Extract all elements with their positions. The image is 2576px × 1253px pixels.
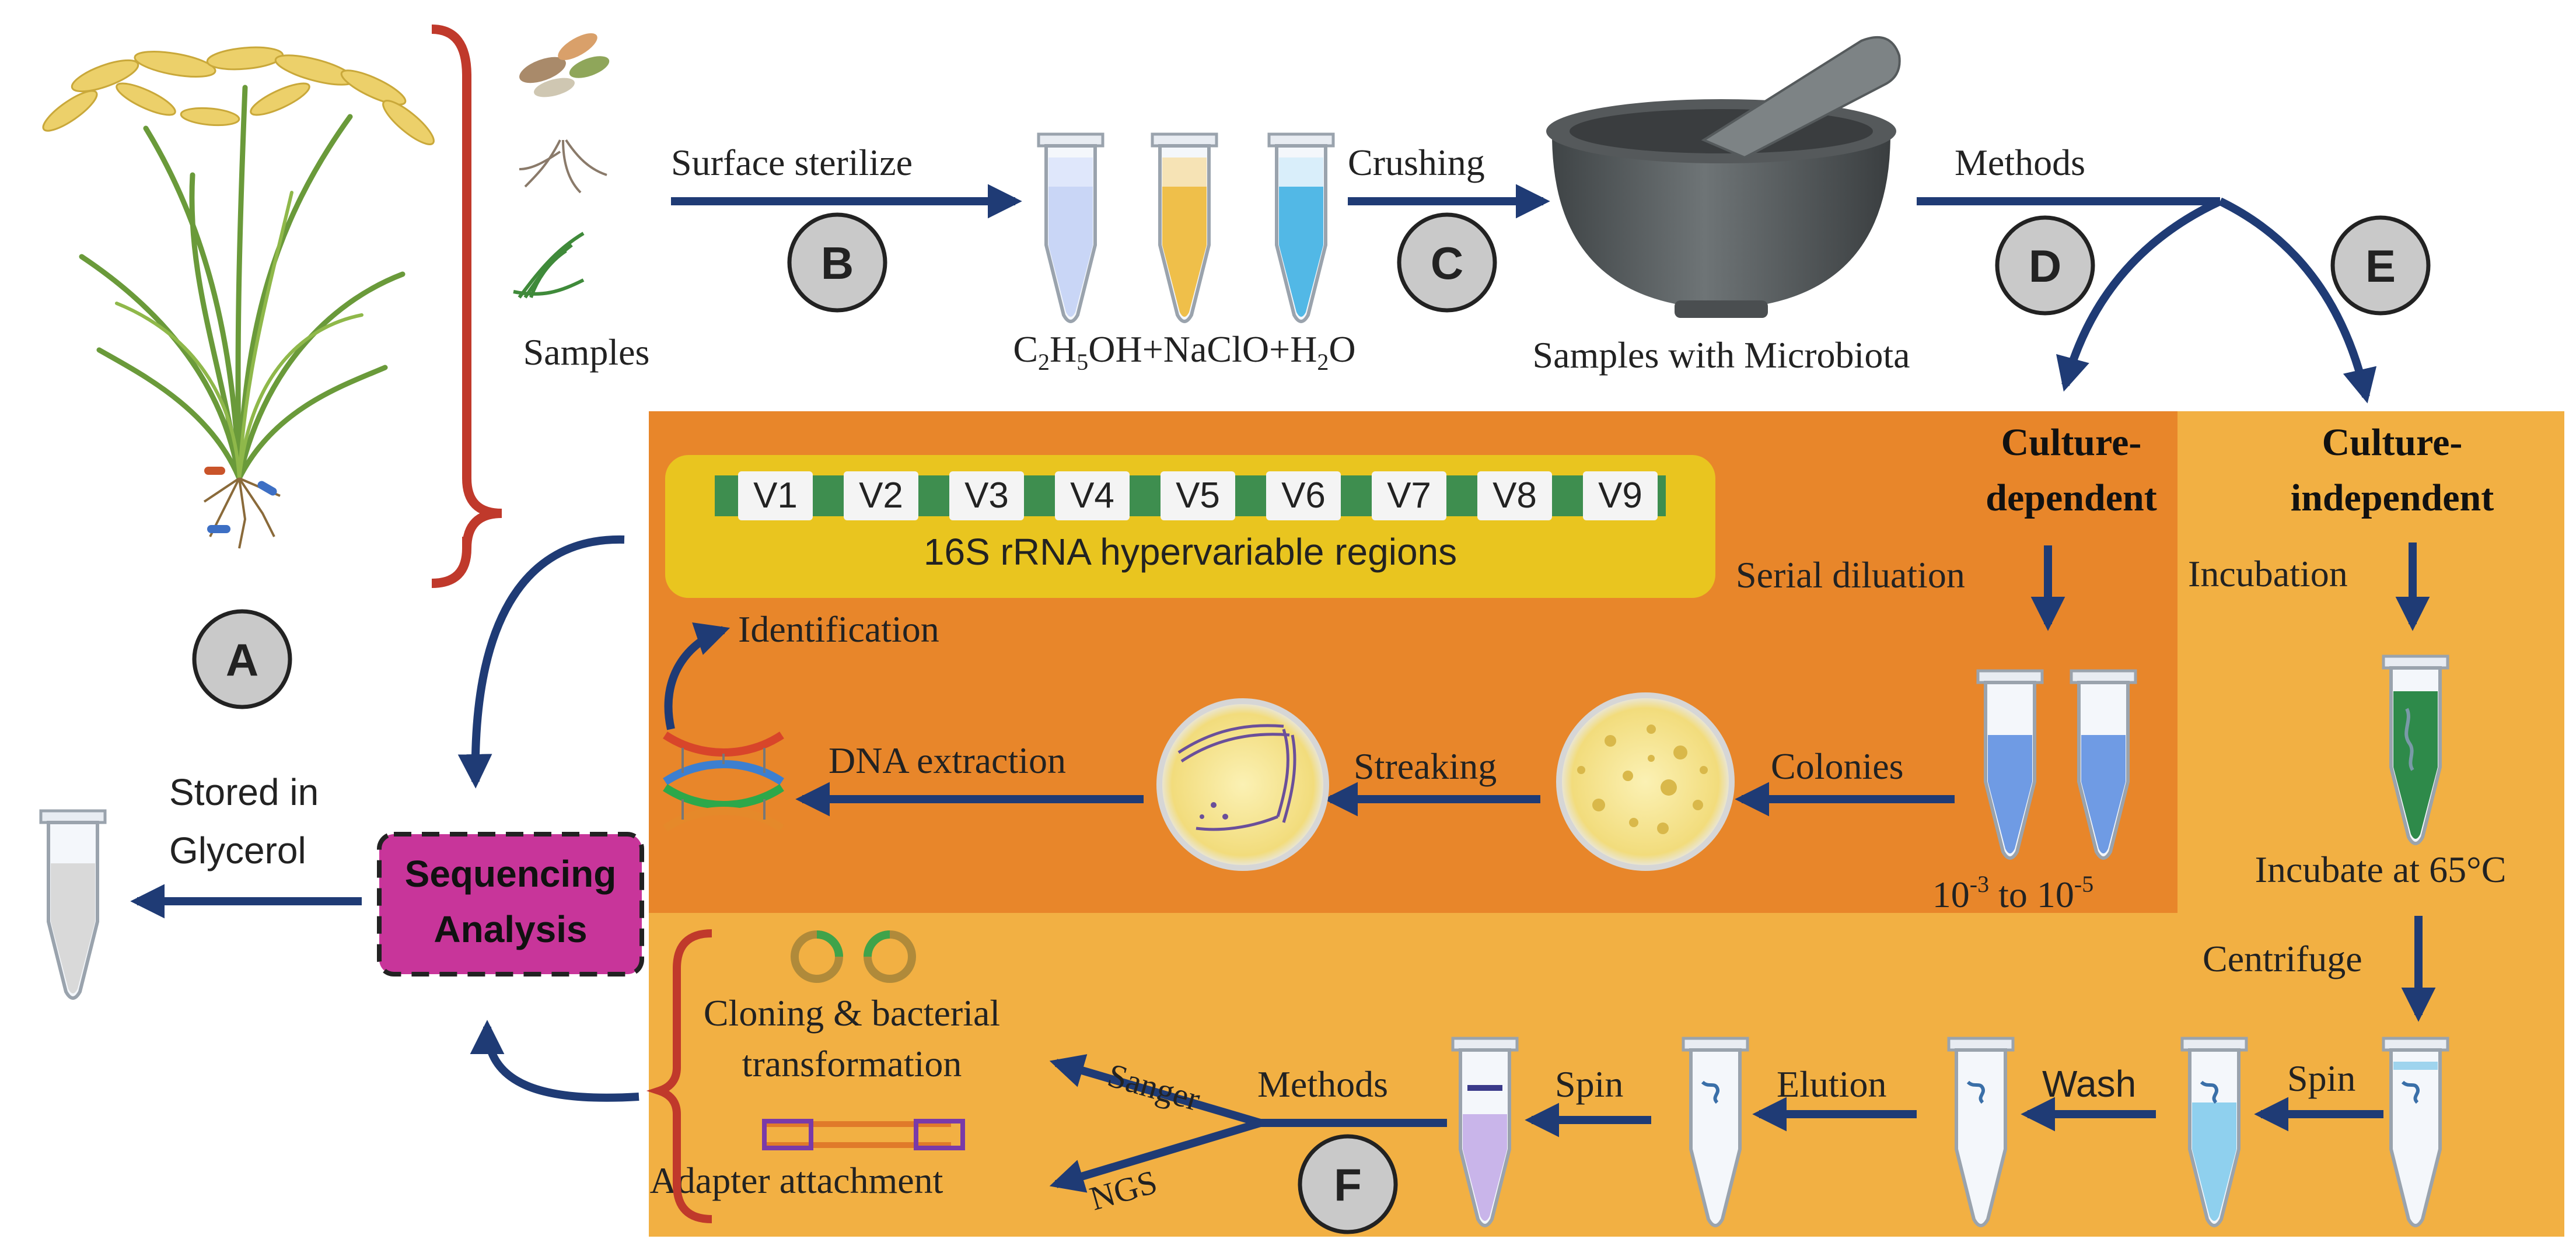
region-label-v4: V4	[1070, 475, 1114, 516]
samples-icons	[513, 33, 610, 299]
cloning-label-1: Cloning & bacterial	[704, 992, 1000, 1034]
identification-label: Identification	[738, 608, 939, 650]
marker-b	[787, 212, 887, 313]
rice-plant-illustration	[42, 46, 435, 549]
samples-label: Samples	[523, 331, 650, 373]
glycerol-tube	[41, 811, 105, 998]
methods-bottom-label: Methods	[1257, 1063, 1388, 1105]
to-culture-independent-arrow	[2218, 197, 2377, 404]
incubation-tube	[2383, 656, 2448, 844]
region-label-v7: V7	[1387, 475, 1431, 516]
region-box-v8	[1477, 471, 1552, 520]
culture-dependent-title-1: Culture-	[2001, 421, 2142, 464]
surface-sterilize-label: Surface sterilize	[671, 142, 913, 183]
elution-label: Elution	[1777, 1063, 1886, 1105]
hypervariable-label: 16S rRNA hypervariable regions	[924, 531, 1457, 573]
region-box-v9	[1583, 471, 1658, 520]
region-box-v5	[1161, 471, 1235, 520]
dilution-range-label: 10-3 to 10-5	[1932, 871, 2093, 915]
hypervariable-to-sequencing-arrow	[457, 535, 625, 789]
marker-a-label: A	[226, 634, 258, 685]
region-box-v3	[949, 471, 1024, 520]
crushing-label: Crushing	[1348, 142, 1485, 183]
sequencing-label-1: Sequencing	[405, 853, 617, 895]
methods-to-sequencing-arrow	[470, 1020, 639, 1102]
spin-column-tube-4	[1683, 1038, 1747, 1226]
culture-dependent-title-2: dependent	[1986, 477, 2156, 519]
colonies-label: Colonies	[1771, 746, 1904, 787]
dna-helix-icon	[663, 732, 784, 832]
serial-dilution-label: Serial diluation	[1736, 554, 1965, 596]
adapter-label: Adapter attachment	[650, 1160, 943, 1201]
centrifuge-label: Centrifuge	[2203, 938, 2362, 979]
region-label-v3: V3	[964, 475, 1009, 516]
marker-d	[1995, 215, 2095, 316]
region-box-v7	[1372, 471, 1446, 520]
spin-label-1: Spin	[2287, 1058, 2355, 1099]
region-label-v1: V1	[753, 475, 798, 516]
wash-label: Wash	[2042, 1063, 2136, 1105]
plasmid-icons	[791, 930, 916, 983]
region-label-v9: V9	[1598, 475, 1642, 516]
storage-label-2: Glycerol	[169, 830, 306, 872]
region-box-v1	[738, 471, 813, 520]
marker-a	[192, 609, 292, 709]
region-box-v2	[844, 471, 918, 520]
marker-f	[1298, 1134, 1398, 1234]
region-label-v5: V5	[1176, 475, 1220, 516]
region-label-v2: V2	[859, 475, 903, 516]
cloning-label-2: transformation	[742, 1043, 962, 1084]
marker-e	[2330, 215, 2431, 316]
culture-independent-panel	[2177, 411, 2564, 1237]
sequencing-label-2: Analysis	[434, 908, 587, 950]
incubation-label: Incubation	[2188, 553, 2348, 594]
region-box-v6	[1266, 471, 1341, 520]
dilution-tube-1	[1978, 671, 2042, 858]
dna-extraction-label: DNA extraction	[829, 740, 1066, 781]
marker-c	[1397, 212, 1497, 313]
samples-bracket	[431, 24, 502, 588]
marker-e-label: E	[2365, 240, 2396, 292]
marker-f-label: F	[1334, 1159, 1362, 1210]
spin-column-tube-3	[1949, 1038, 2013, 1226]
region-box-v4	[1055, 471, 1130, 520]
dilution-tube-2	[2071, 671, 2135, 858]
to-culture-dependent-arrow	[2056, 197, 2222, 392]
reagent-tube-water	[1269, 134, 1333, 321]
hypervariable-regions: V1 V2 V3 V4 V5 V6 V7 V8 V9	[738, 471, 1658, 520]
spin-column-tube-1	[2383, 1038, 2448, 1226]
marker-c-label: C	[1431, 237, 1463, 289]
mortar-pestle-illustration	[1546, 36, 1901, 318]
methods-bracket	[646, 929, 712, 1223]
storage-label-1: Stored in	[169, 771, 319, 813]
spin-label-2: Spin	[1555, 1063, 1623, 1105]
culture-independent-title-1: Culture-	[2322, 421, 2463, 464]
sequencing-analysis-box	[377, 832, 644, 977]
reagent-tube-naclo	[1152, 134, 1217, 321]
samples-microbiota-label: Samples with Microbiota	[1532, 334, 1910, 376]
sanger-arrow	[1049, 1054, 1261, 1127]
reagent-tube-ethanol	[1039, 134, 1103, 321]
culture-independent-title-2: independent	[2291, 477, 2494, 519]
eluted-dna-tube	[1453, 1038, 1517, 1226]
streaking-label: Streaking	[1354, 746, 1497, 787]
reagent-formula: C2H5OH+NaClO+H2O	[1013, 328, 1355, 375]
ngs-arrow	[1049, 1119, 1262, 1193]
region-label-v6: V6	[1281, 475, 1326, 516]
processing-panel	[649, 913, 2177, 1237]
incubate-temp-label: Incubate at 65°C	[2255, 849, 2507, 890]
streaked-petri-dish	[1156, 698, 1329, 871]
adapter-icon	[762, 1119, 965, 1150]
identification-arrow	[664, 622, 730, 730]
marker-b-label: B	[821, 237, 854, 289]
spin-column-tube-2	[2182, 1038, 2246, 1226]
marker-d-label: D	[2029, 240, 2061, 292]
colonies-petri-dish	[1556, 692, 1735, 871]
methods-top-label: Methods	[1955, 142, 2085, 183]
region-label-v8: V8	[1493, 475, 1537, 516]
